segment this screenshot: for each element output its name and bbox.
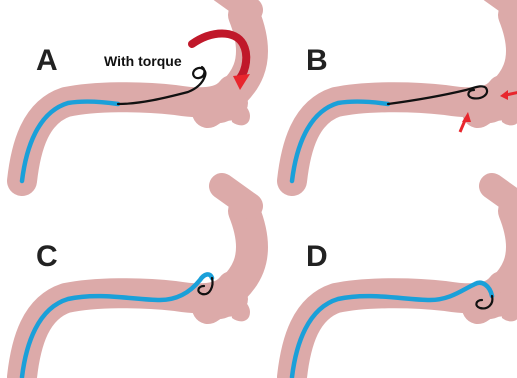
vessel-a	[22, 0, 252, 181]
panel-a: A With torque	[22, 0, 252, 181]
panel-label-a: A	[36, 44, 58, 77]
vessel-b	[292, 0, 517, 181]
torque-caption: With torque	[104, 53, 182, 69]
panel-label-d: D	[306, 240, 328, 273]
vessel-c	[22, 186, 252, 377]
panel-label-c: C	[36, 240, 58, 273]
panel-d: D	[292, 186, 517, 377]
panel-c: C	[22, 186, 252, 377]
panel-b: B	[292, 0, 517, 181]
panel-label-b: B	[306, 44, 328, 77]
